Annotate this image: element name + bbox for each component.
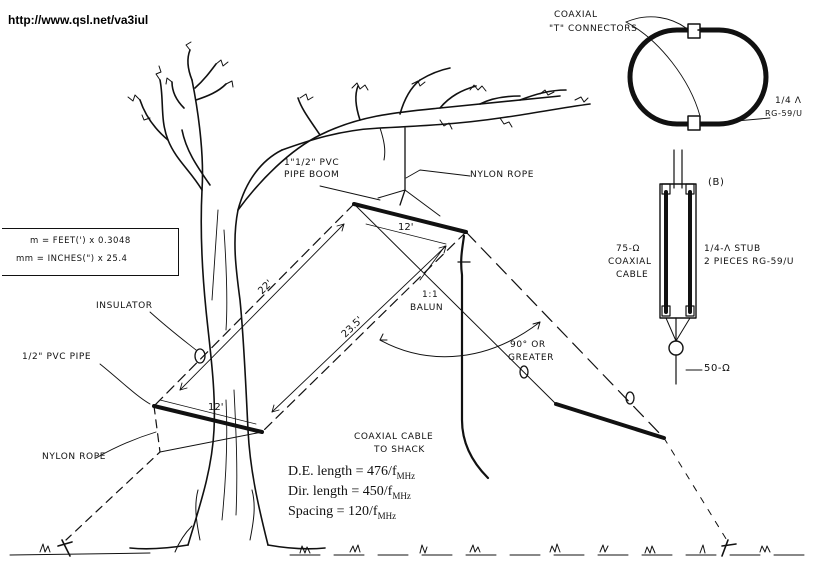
rg59-label: RG-59/U [765, 109, 803, 118]
t-connectors-label: "T" CONNECTORS [549, 24, 638, 34]
quarter-wave-label: 1/4 λ [775, 96, 802, 106]
insulator-label: INSULATOR [96, 301, 153, 311]
nylon-rope-left-label: NYLON ROPE [42, 452, 107, 462]
coax-cable-label-2: TO SHACK [374, 445, 425, 455]
spacing-formula: Spacing = 120/fMHz [288, 504, 397, 521]
stub-label-1: 1/4-λ STUB [704, 244, 761, 254]
stub-label-2: 2 PIECES RG-59/U [704, 257, 795, 267]
ground-stakes [57, 539, 737, 557]
coax-75-label-2: COAXIAL [608, 257, 652, 267]
half-inch-pvc-label: 1/2" PVC PIPE [22, 352, 92, 362]
coax-cable-label-1: COAXIAL CABLE [354, 432, 434, 442]
coax-t-connector-loop [625, 16, 771, 131]
coax-75-label-1: 75-Ω [616, 244, 640, 254]
pvc-boom-label-2: PIPE BOOM [284, 170, 340, 180]
conversion-box [2, 228, 179, 276]
inch-conversion: mm = INCHES(") x 25.4 [16, 254, 128, 264]
de-length-formula: D.E. length = 476/fMHz [288, 464, 416, 481]
ohm-50-label: 50-Ω [704, 363, 731, 374]
balun-label: BALUN [410, 303, 444, 313]
pvc-boom-label-1: 1"1/2" PVC [284, 158, 340, 168]
nylon-rope-top-label: NYLON ROPE [470, 170, 535, 180]
feet-conversion: m = FEET(') x 0.3048 [30, 236, 131, 246]
antenna-structure [65, 127, 729, 543]
boom-spacing-bottom-dim: 12' [208, 402, 224, 413]
figure-b-label: (B) [708, 177, 725, 188]
tree [127, 41, 591, 553]
angle-label-1: 90° OR [510, 340, 546, 350]
balun-ratio-label: 1:1 [422, 290, 439, 300]
dir-length-formula: Dir. length = 450/fMHz [288, 484, 411, 501]
coax-75-label-3: CABLE [616, 270, 649, 280]
boom-spacing-top-dim: 12' [398, 222, 414, 233]
grass [9, 543, 811, 556]
quarter-wave-stub-detail [659, 149, 703, 385]
angle-label-2: GREATER [508, 353, 555, 363]
source-url: http://www.qsl.net/va3iul [8, 13, 149, 27]
coaxial-label: COAXIAL [554, 10, 598, 20]
